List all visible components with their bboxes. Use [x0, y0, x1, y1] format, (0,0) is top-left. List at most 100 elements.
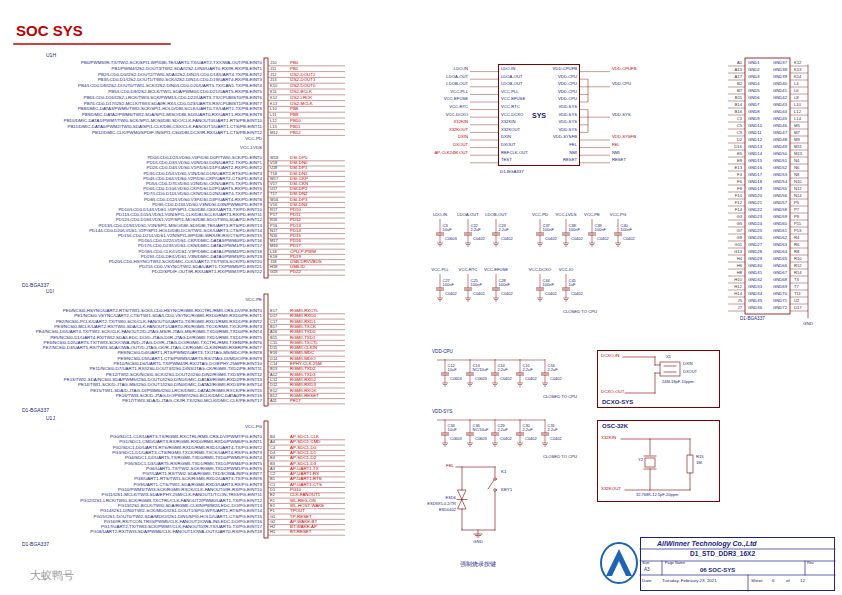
wire	[728, 80, 745, 81]
wire	[469, 446, 471, 447]
pin-function: PG9/UART1-CTS/TWI1-SDA/RGMII-RXD3/UART3-…	[134, 483, 262, 487]
wire	[268, 403, 345, 404]
wire	[790, 157, 808, 158]
pin-number: F6	[737, 180, 742, 184]
power-pin: VCC-PD	[245, 137, 262, 141]
part-value: 100nF	[471, 283, 482, 287]
pin-function: PB7/LCD0-D17/I2S2-MCLK/TWI3-SDA/IR-RX/LC…	[84, 102, 262, 106]
pin-name: GND33	[748, 285, 762, 289]
wire	[543, 444, 547, 445]
wire	[545, 359, 546, 373]
wire	[540, 274, 541, 288]
pin-number: B7	[737, 89, 742, 93]
pin-function: PB5/LCD0-D9/I2S2-BCLK/TWI1-SDA/PWM0/LCD0…	[108, 90, 262, 94]
pin-name: GND28	[748, 250, 762, 254]
net-label: AP-WAKE-BT	[290, 520, 317, 524]
wire	[728, 157, 745, 158]
pin-number: P16	[270, 224, 277, 228]
pin-function: PE16/TWI3-SCK/D-JTAG-DO/PWM7/I2S0-BCLK/D…	[116, 394, 262, 398]
part-package: C0402	[525, 437, 537, 441]
pin-name: GND64	[773, 250, 787, 254]
watermark: 大蚁鸭号	[30, 570, 74, 581]
pin-function: PB2/LCD0-D0/I2S2-DOUT2/TWI0-SDA/I2S2-DIN…	[98, 73, 262, 77]
part-value: ESD0402	[439, 508, 456, 512]
net-label: PD12	[290, 218, 301, 222]
wire	[519, 446, 521, 447]
part-ref: C44	[543, 279, 550, 283]
net-label: RESET	[612, 158, 626, 162]
pin-function: PG12/I2S1-LRCK/TWI0-SCK/RGMII-TXCTRL/CLK…	[80, 499, 262, 503]
part-ref: R15	[696, 455, 704, 459]
wire	[590, 244, 594, 245]
net-label: DSI-DN1	[290, 172, 308, 176]
wire	[538, 299, 542, 300]
pin-number: J10	[270, 61, 276, 65]
pin-number: A13	[735, 68, 742, 72]
title-cell: Tuesday, February 23, 2021	[662, 579, 717, 583]
net-label: AP-UART1-RTS	[290, 477, 322, 481]
pin-name: GND70	[773, 292, 787, 296]
wire	[545, 419, 546, 433]
pin-function: PB11/DMIC-DATA0/PWM2/TWI0-SDA/SPI1-CLK/D…	[67, 125, 262, 129]
wire	[617, 246, 619, 247]
wire	[728, 311, 745, 312]
pin-function: PD21/LCD0-VSYNC/TWI2-SDA/UART1-TX/PWM5/P…	[139, 265, 262, 269]
ground-label: GND	[473, 540, 482, 544]
wire	[468, 384, 472, 385]
wire	[470, 94, 498, 95]
part-value: D1-BGA337	[22, 542, 49, 547]
pin-number: C17	[270, 320, 277, 324]
pin-name: DXIN	[501, 135, 511, 139]
pin-number: M12	[270, 131, 278, 135]
title-cell: Page Name	[665, 562, 685, 566]
wire	[566, 274, 567, 288]
pin-name: GND58	[773, 208, 787, 212]
wire	[517, 383, 523, 384]
power-pin: VCC-LVDS	[240, 146, 262, 150]
net-label: DSI-DP0	[290, 156, 307, 160]
net-label: AP-SDC1-D3	[290, 462, 316, 466]
power-net-label: LDO-IN	[454, 67, 468, 71]
wire	[470, 147, 498, 148]
title-cell: Size	[642, 562, 649, 566]
pin-number: M13	[794, 152, 802, 156]
wire	[790, 206, 808, 207]
pin-number: H1	[270, 530, 275, 534]
pin-number: H10	[734, 278, 742, 282]
pin-number: A4	[270, 440, 275, 444]
part-ref: C29	[498, 424, 505, 428]
pin-number: C4	[270, 446, 275, 450]
wire	[468, 274, 469, 288]
wire	[268, 106, 345, 107]
pin-number: E1	[270, 504, 275, 508]
pin-number: G13	[734, 250, 742, 254]
pin-name: GND18	[748, 180, 762, 184]
pin-number: R17	[270, 208, 277, 212]
pin-function: PE15/TWI1-SDA/D-JTAG-DI/PWM6/I2S0-LRCK/D…	[90, 389, 262, 393]
wire	[588, 155, 610, 156]
wire	[545, 435, 546, 443]
part-ref: C22	[471, 224, 478, 228]
part-ref: C34	[448, 424, 455, 428]
wire	[588, 79, 589, 102]
wire	[790, 122, 808, 123]
pin-function: PE2/NCSI0-PCLK/UART2-TX/TWI0-SCK/CLK-FAN…	[56, 320, 262, 324]
wire	[520, 359, 521, 373]
wire	[537, 243, 543, 244]
net-label: AP-SDC1-D0	[290, 446, 316, 450]
net-label: PD14	[290, 229, 301, 233]
wire	[465, 243, 471, 244]
wire	[544, 446, 546, 447]
pin-name: GND22	[748, 208, 762, 212]
net-label: X32KIN	[454, 120, 468, 124]
pin-function: PD1/LCD0-D3/LVDS0-V0N/DSI-D0N/UART2-TX/P…	[147, 161, 263, 165]
part-value: D1-BGA337	[22, 283, 49, 288]
wire	[439, 246, 441, 247]
net-label: BT-WAKE-AP	[290, 525, 317, 529]
pin-number: J18	[270, 260, 276, 264]
wire	[790, 66, 808, 67]
wire	[469, 386, 471, 387]
part-value: 2.2uF	[498, 368, 508, 372]
pin-name: LDOA-OUT	[501, 75, 523, 79]
pin-function: PE6/NCSI0-D2/UART5-TX/TWI3-SCK/OWA-IN/D-…	[44, 341, 262, 345]
